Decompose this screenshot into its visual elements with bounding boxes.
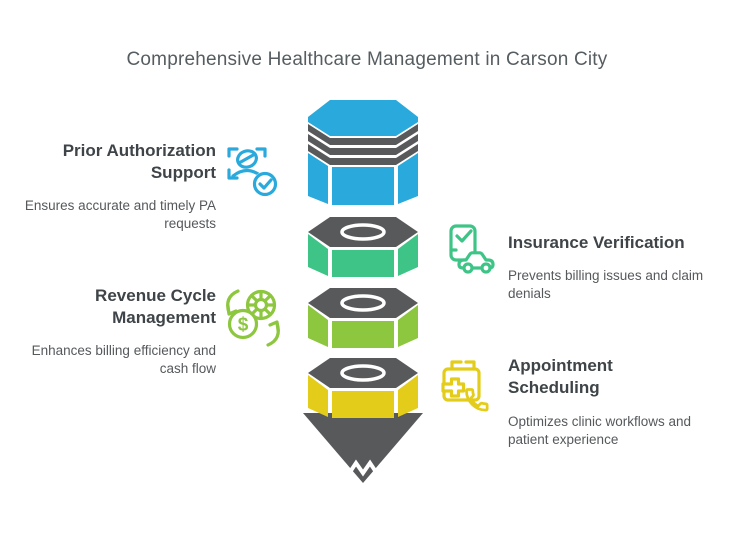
document-check-car-icon bbox=[449, 224, 495, 274]
funnel-gray-bands bbox=[308, 124, 418, 165]
page-title: Comprehensive Healthcare Management in C… bbox=[126, 49, 608, 70]
funnel-cone bbox=[303, 413, 423, 483]
funnel-segment-lime bbox=[308, 288, 418, 348]
section-appointment-scheduling: Appointment Scheduling Optimizes clinic … bbox=[508, 355, 720, 448]
section-heading: Prior Authorization Support bbox=[62, 141, 216, 182]
funnel-segment-yellow bbox=[308, 358, 418, 418]
section-revenue-cycle: Revenue Cycle Management Enhances billin… bbox=[8, 285, 216, 377]
dollar-sign: $ bbox=[238, 315, 249, 336]
section-description: Optimizes clinic workflows and patient e… bbox=[508, 414, 692, 447]
money-cycle-icon: $ bbox=[226, 289, 280, 347]
section-description: Enhances billing efficiency and cash flo… bbox=[31, 343, 216, 376]
section-description: Ensures accurate and timely PA requests bbox=[24, 198, 216, 231]
section-insurance-verification: Insurance Verification Prevents billing … bbox=[508, 232, 720, 302]
funnel-segment-blue bbox=[308, 100, 418, 205]
section-heading: Revenue Cycle Management bbox=[95, 286, 216, 327]
funnel-diagram bbox=[303, 100, 423, 483]
funnel-segment-green bbox=[308, 217, 418, 277]
section-heading: Appointment Scheduling bbox=[508, 356, 613, 397]
section-heading: Insurance Verification bbox=[508, 233, 685, 252]
section-description: Prevents billing issues and claim denial… bbox=[508, 268, 704, 301]
section-prior-authorization: Prior Authorization Support Ensures accu… bbox=[8, 140, 216, 232]
calendar-phone-icon bbox=[441, 360, 489, 412]
user-verification-icon bbox=[227, 147, 278, 197]
